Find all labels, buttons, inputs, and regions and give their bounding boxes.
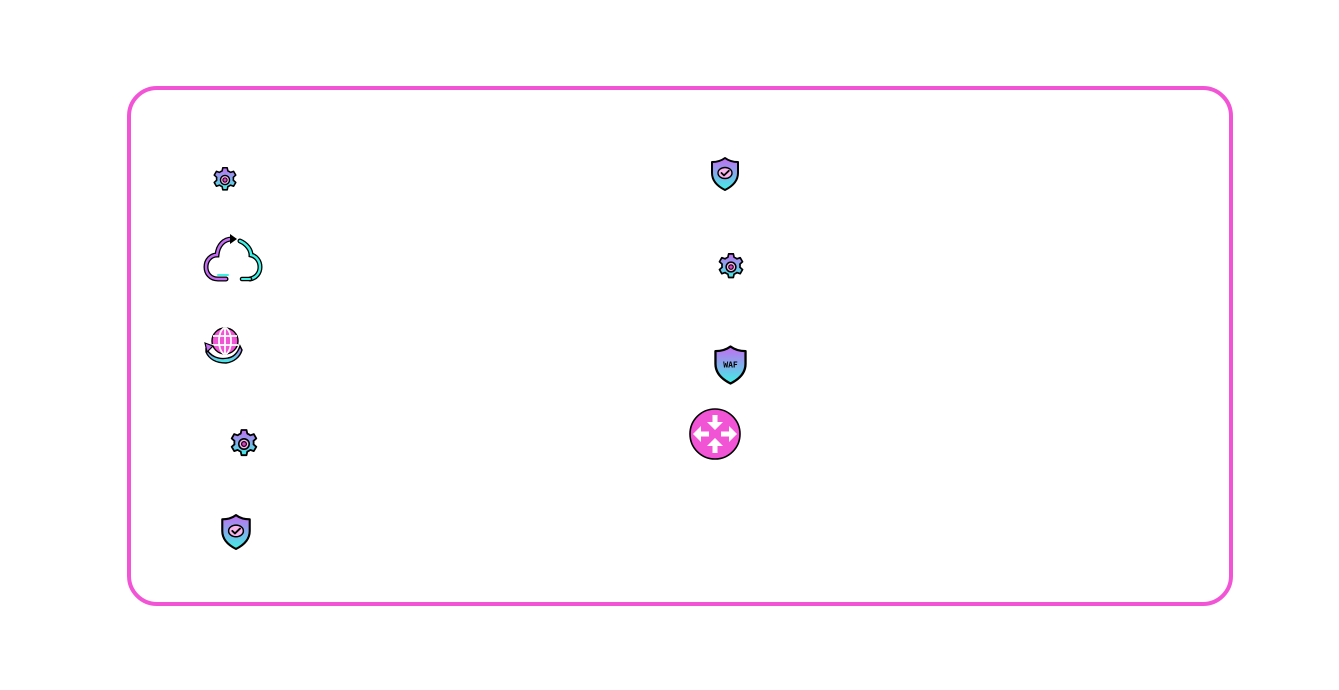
globe-refresh-icon xyxy=(204,326,244,364)
shield-check-icon xyxy=(709,156,741,192)
gear-icon xyxy=(716,252,746,282)
router-icon xyxy=(689,408,741,460)
diagram-container xyxy=(127,86,1233,606)
waf-label: WAF xyxy=(723,359,738,369)
waf-shield-icon: WAF xyxy=(712,344,749,386)
gear-icon xyxy=(228,428,260,460)
cloud-sync-icon xyxy=(203,233,263,282)
shield-check-icon xyxy=(219,513,253,551)
gear-icon xyxy=(211,166,239,194)
